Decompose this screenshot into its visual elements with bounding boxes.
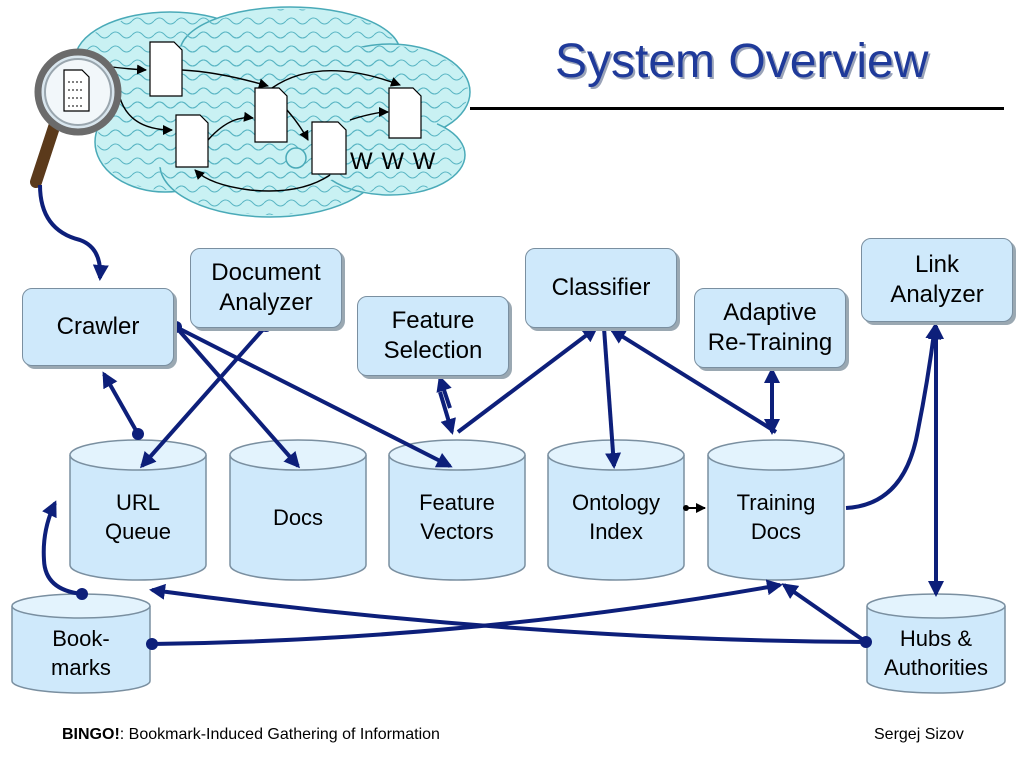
- training-docs-store: Training Docs: [736, 490, 816, 544]
- document-page-icon: [149, 41, 422, 175]
- hubs-authorities-store: Hubs & Authorities: [884, 626, 988, 680]
- classifier-box: Classifier: [525, 248, 677, 328]
- link-analyzer-box: Link Analyzer: [861, 238, 1013, 322]
- footer-title: BINGO!: Bookmark-Induced Gathering of In…: [62, 726, 440, 744]
- bookmarks-store: Book- marks: [51, 626, 111, 680]
- feature-vectors-store: Feature Vectors: [419, 490, 495, 544]
- adaptive-retraining-box: Adaptive Re-Training: [694, 288, 846, 368]
- storage-cylinders: [11, 439, 1006, 694]
- flow-arrows: [38, 184, 944, 646]
- page-title: System Overview: [555, 35, 929, 88]
- footer-author: Sergej Sizov: [874, 726, 964, 743]
- document-analyzer-box: Document Analyzer: [190, 248, 342, 328]
- feature-selection-box: Feature Selection: [357, 296, 509, 376]
- ontology-index-store: Ontology Index: [571, 490, 661, 544]
- title-divider: [470, 107, 1004, 110]
- url-queue-store: URL Queue: [104, 490, 172, 544]
- www-label: W W W: [350, 148, 437, 175]
- docs-store: Docs: [272, 504, 324, 530]
- footer-title-rest: : Bookmark-Induced Gathering of Informat…: [119, 726, 440, 743]
- cloud-links: [81, 61, 401, 192]
- magnifying-glass-icon: [30, 48, 122, 188]
- crawler-box: Crawler: [22, 288, 174, 366]
- footer-title-bold: BINGO!: [62, 726, 120, 743]
